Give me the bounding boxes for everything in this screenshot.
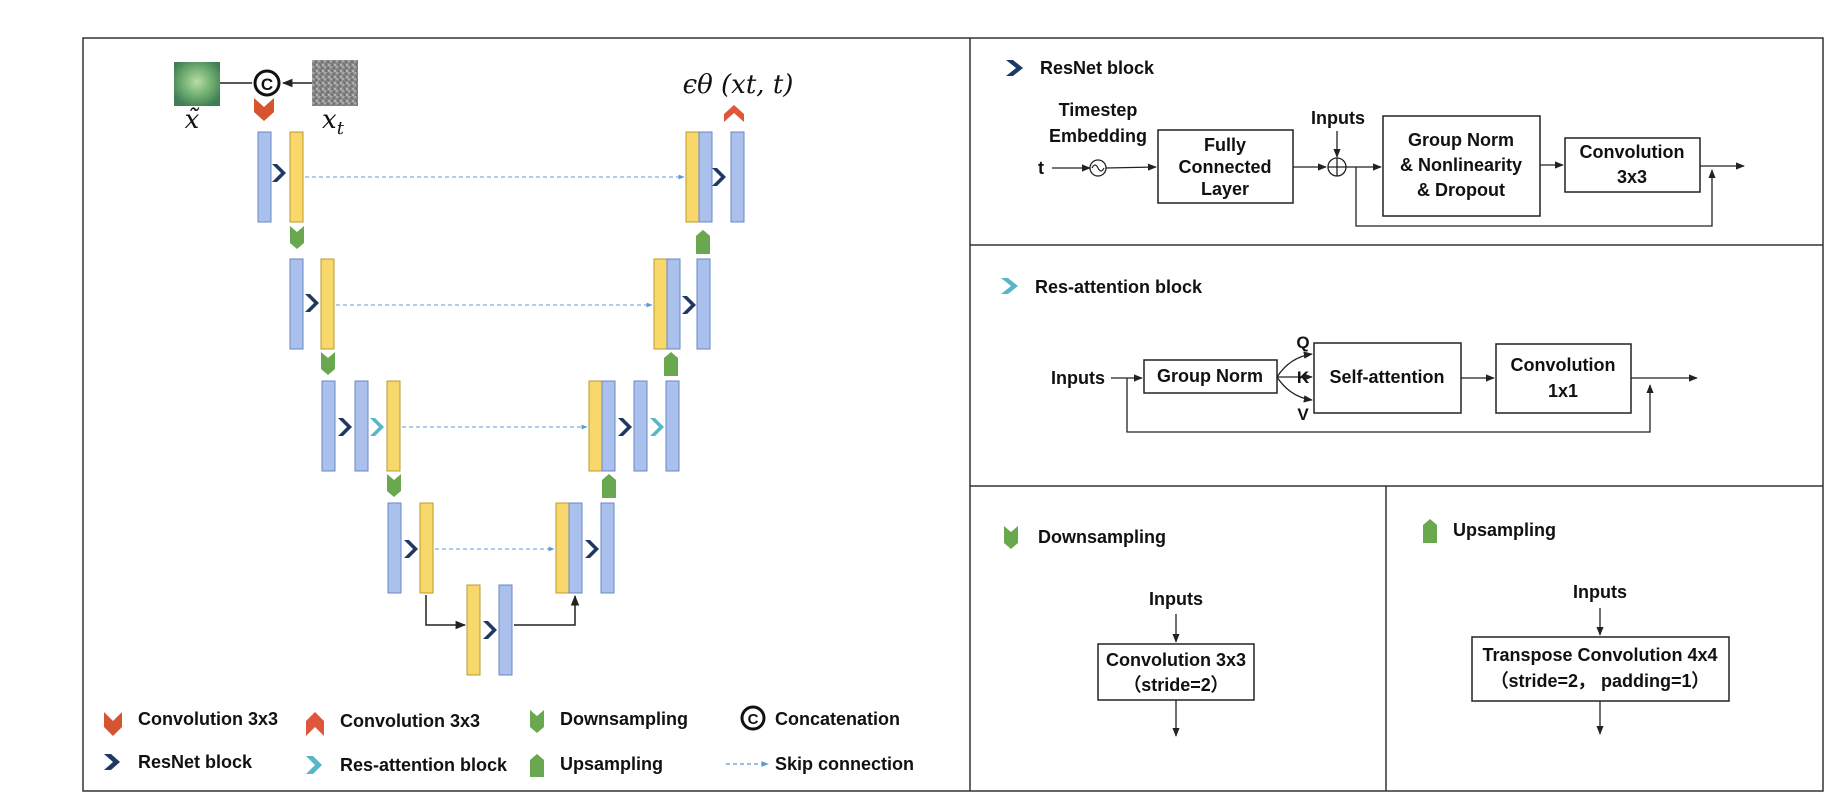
input-image-thumbnail <box>174 62 220 106</box>
q-label: Q <box>1296 333 1309 352</box>
upsampling-line2: （stride=2， padding=1） <box>1490 671 1709 691</box>
legend-down-label: Downsampling <box>560 709 688 729</box>
resnet-conv-line2: 3x3 <box>1617 167 1647 187</box>
downsampling-line2: （stride=2） <box>1123 675 1229 695</box>
legend-up-label: Upsampling <box>560 754 663 774</box>
fc-line3: Layer <box>1201 179 1249 199</box>
unet-blocks <box>257 131 745 676</box>
noise-image-thumbnail <box>312 60 358 106</box>
res-attention-conv-box <box>1495 343 1632 414</box>
input-image-label: x̃ <box>185 105 200 135</box>
upsampling-title: Upsampling <box>1453 520 1556 540</box>
res-attention-title-icon <box>1001 278 1018 294</box>
resnet-title-icon <box>1006 60 1023 76</box>
legend-up-icon <box>530 754 544 777</box>
legend-concat-symbol: C <box>748 711 759 728</box>
self-attention-box <box>1313 342 1462 414</box>
fc-layer-box <box>1157 129 1294 204</box>
res-attention-block-panel: Res-attention block Inputs Group Norm Q … <box>1001 277 1698 433</box>
concat-icon <box>253 69 281 97</box>
res-attention-conv-line2: 1x1 <box>1548 381 1578 401</box>
resnet-conv-line1: Convolution <box>1580 142 1685 162</box>
resnet-title: ResNet block <box>1040 58 1155 78</box>
gn-line3: & Dropout <box>1417 180 1505 200</box>
noise-label-sub: t <box>337 118 345 139</box>
outer-frame <box>82 37 1824 792</box>
legend-conv-out-icon <box>306 712 324 736</box>
upsampling-conv-box <box>1471 636 1730 702</box>
legend-concat-label: Concatenation <box>775 709 900 729</box>
self-attention-label: Self-attention <box>1330 367 1445 387</box>
noise-label-base: x <box>322 105 337 135</box>
unet-panel: x̃ xt C ϵθ (xt, t) <box>174 60 793 139</box>
upsampling-panel: Upsampling Inputs Transpose Convolution … <box>1423 519 1730 735</box>
downsampling-title-icon <box>1004 526 1018 549</box>
panel-borders <box>82 37 1824 792</box>
resnet-block-panel: ResNet block Timestep Embedding t Fully … <box>1006 58 1745 227</box>
t-label: t <box>1038 158 1044 178</box>
output-label: ϵθ (xt, t) <box>683 70 794 100</box>
timestep-label-1: Timestep <box>1059 100 1138 120</box>
downsampling-conv-box <box>1097 643 1255 701</box>
upsampling-inputs-label: Inputs <box>1573 582 1627 602</box>
legend-conv-out-label: Convolution 3x3 <box>340 711 480 731</box>
k-label: K <box>1297 368 1310 387</box>
res-attention-group-norm-box <box>1143 359 1278 394</box>
downsampling-title: Downsampling <box>1038 527 1166 547</box>
legend-conv-in-icon <box>104 712 122 736</box>
output-conv-icon <box>724 105 744 122</box>
gn-line2: & Nonlinearity <box>1400 155 1522 175</box>
legend-res-attention-icon <box>306 756 322 774</box>
legend-skip-label: Skip connection <box>775 754 914 774</box>
gn-line1: Group Norm <box>1408 130 1514 150</box>
res-attention-title: Res-attention block <box>1035 277 1203 297</box>
downsampling-inputs-label: Inputs <box>1149 589 1203 609</box>
resnet-conv-box <box>1564 137 1701 193</box>
group-norm-box <box>1382 115 1541 217</box>
upsampling-title-icon <box>1423 519 1437 543</box>
downsampling-panel: Downsampling Inputs Convolution 3x3 （str… <box>1004 526 1255 737</box>
legend: Convolution 3x3 Convolution 3x3 Downsamp… <box>104 705 914 777</box>
res-attention-group-norm-label: Group Norm <box>1157 366 1263 386</box>
resnet-inputs-label: Inputs <box>1311 108 1365 128</box>
noise-label: xt <box>322 105 345 139</box>
res-attention-conv-line1: Convolution <box>1511 355 1616 375</box>
concat-symbol: C <box>261 75 273 94</box>
legend-resnet-icon <box>104 754 120 770</box>
downsampling-line1: Convolution 3x3 <box>1106 650 1246 670</box>
legend-down-icon <box>530 710 544 733</box>
input-conv-icon <box>254 98 274 121</box>
legend-conv-in-label: Convolution 3x3 <box>138 709 278 729</box>
res-attention-inputs-label: Inputs <box>1051 368 1105 388</box>
v-label: V <box>1297 405 1309 424</box>
fc-line2: Connected <box>1178 157 1271 177</box>
legend-concat-icon <box>740 705 766 731</box>
legend-resnet-label: ResNet block <box>138 752 253 772</box>
legend-res-attention-label: Res-attention block <box>340 755 508 775</box>
fc-line1: Fully <box>1204 135 1246 155</box>
upsampling-line1: Transpose Convolution 4x4 <box>1482 645 1717 665</box>
timestep-label-2: Embedding <box>1049 126 1147 146</box>
